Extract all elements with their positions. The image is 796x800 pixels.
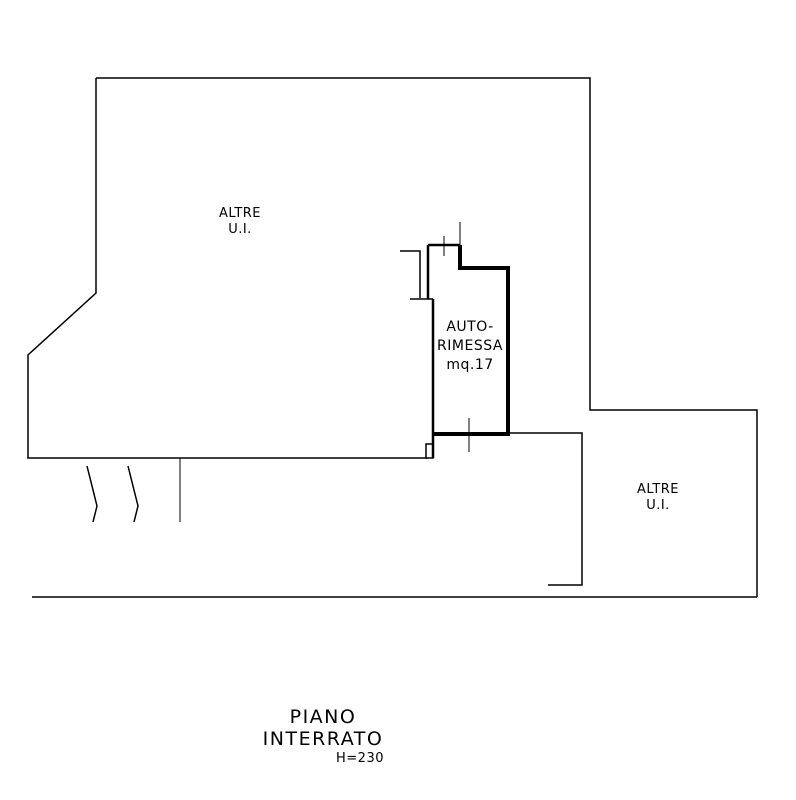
room-label-other-units-right: ALTRE U.I. <box>618 482 698 514</box>
room-label-garage: AUTO- RIMESSA mq.17 <box>430 318 510 375</box>
garage-wall-thick <box>433 245 510 436</box>
label-line2: U.I. <box>228 222 252 237</box>
room-label-other-units-top: ALTRE U.I. <box>200 206 280 238</box>
outer-wall-left-block <box>96 77 758 597</box>
label-line1: ALTRE <box>636 482 680 497</box>
ramp-zigzag-2 <box>127 465 139 523</box>
garage-area: mq.17 <box>446 357 494 373</box>
label-line1: ALTRE <box>218 206 262 221</box>
label-line2: U.I. <box>646 498 670 513</box>
label-line1: AUTO- <box>446 319 494 335</box>
outer-wall-left-side <box>27 78 427 459</box>
label-line2: RIMESSA <box>437 338 503 354</box>
ramp-zigzag-1 <box>86 465 98 523</box>
inner-wall-right <box>433 432 583 586</box>
height-label: H=230 <box>336 751 384 766</box>
plan-title: PIANO INTERRATO <box>262 706 384 750</box>
door-jamb <box>400 250 421 298</box>
